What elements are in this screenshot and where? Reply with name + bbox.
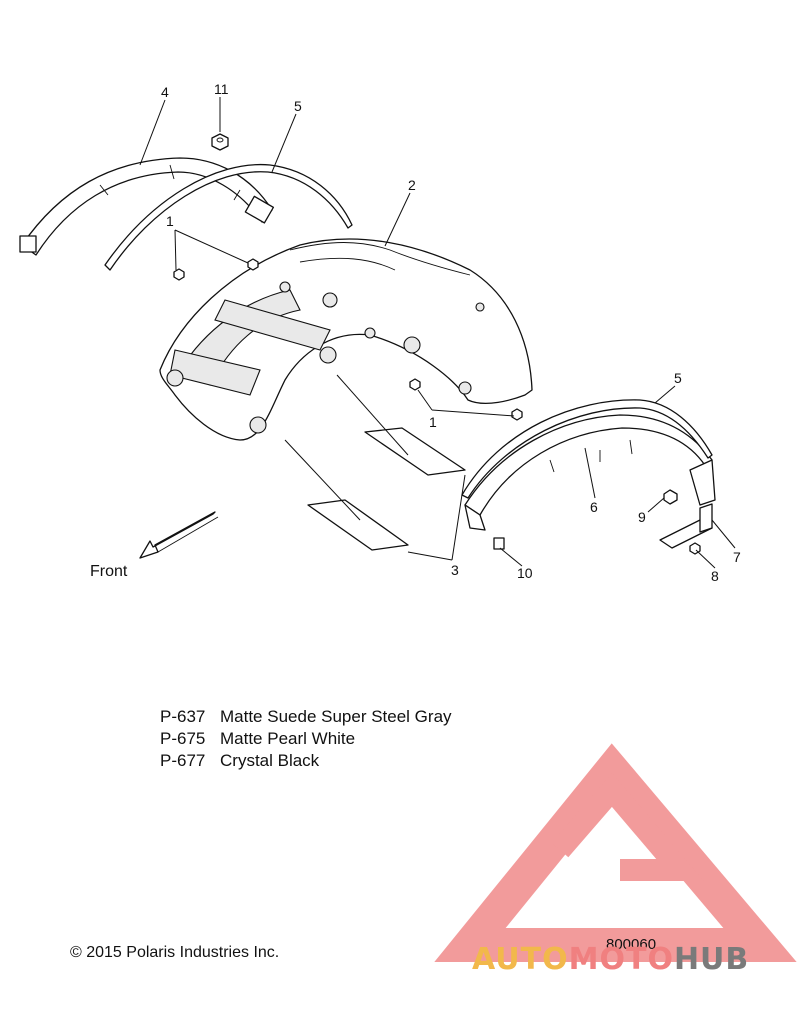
front-arrow-icon (139, 511, 219, 559)
legend-code: P-677 (160, 751, 206, 770)
callout-3: 3 (451, 562, 459, 578)
legend-row: P-677 Crystal Black (160, 750, 452, 772)
callout-7: 7 (733, 549, 741, 565)
part-5-band-upper (104, 163, 353, 271)
part-2-rear-fender (159, 238, 533, 441)
copyright-notice: © 2015 Polaris Industries Inc. (70, 944, 280, 961)
leader-lines (139, 97, 736, 569)
watermark-logo (434, 743, 797, 962)
callout-9: 9 (638, 509, 646, 525)
legend-code: P-675 (160, 729, 206, 748)
legend-row: P-637 Matte Suede Super Steel Gray (160, 706, 452, 728)
part-9-clip (663, 489, 678, 505)
callout-2: 2 (408, 177, 416, 193)
part-11-nut (211, 133, 229, 151)
part-10-bumper (493, 537, 505, 550)
watermark-wordmark: AUTOMOTOHUB (472, 942, 749, 977)
watermark-auto: AUTO (472, 942, 569, 977)
callout-4: 4 (161, 84, 169, 100)
legend-row: P-675 Matte Pearl White (160, 728, 452, 750)
legend-color-name: Matte Pearl White (220, 729, 356, 748)
callout-8: 8 (711, 568, 719, 584)
part-7-bracket (659, 503, 713, 549)
callout-1-lower: 1 (429, 414, 437, 430)
watermark-moto: MOTO (568, 942, 674, 977)
part-6-rear-trim (464, 414, 716, 531)
part-5-band-lower (461, 399, 713, 499)
part-4-trim (19, 157, 275, 256)
color-legend: P-637 Matte Suede Super Steel Gray P-675 M… (160, 706, 452, 772)
callout-10: 10 (517, 565, 533, 581)
front-label: Front (90, 563, 128, 580)
figure-number: 800060 (606, 936, 657, 953)
legend-color-name: Matte Suede Super Steel Gray (220, 707, 452, 726)
callout-1-upper: 1 (166, 213, 174, 229)
part-3-decals (284, 374, 466, 551)
callout-5-upper: 5 (294, 98, 302, 114)
legend-code: P-637 (160, 707, 206, 726)
watermark-hub: HUB (673, 942, 750, 977)
legend-color-name: Crystal Black (220, 751, 320, 770)
callout-6: 6 (590, 499, 598, 515)
callout-5-lower: 5 (674, 370, 682, 386)
callout-11: 11 (214, 81, 229, 97)
part-1-screws (173, 258, 523, 421)
